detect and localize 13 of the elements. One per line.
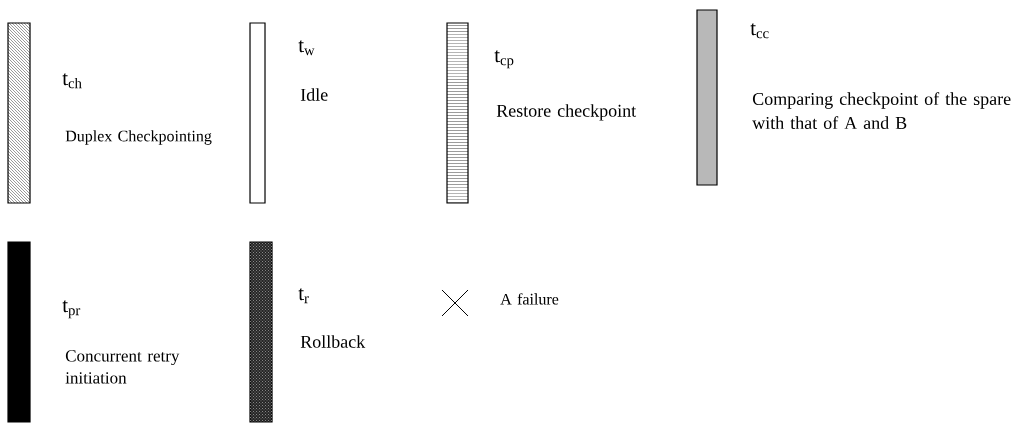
symbol-label: t$_{cp}$: [494, 50, 514, 69]
symbol-label: t$_{pr}$: [62, 300, 81, 319]
legend-text: Rollback: [300, 335, 366, 348]
legend-text: Restore checkpoint: [496, 104, 637, 121]
legend-text: Comparing checkpoint of the spare with that of A and B: [752, 92, 1011, 130]
symbol-label: t$_{ch}$: [62, 73, 82, 89]
legend-text: Idle: [300, 88, 328, 101]
legend-text: Duplex Checkpointing: [65, 130, 212, 145]
legend-text: A failure: [500, 293, 559, 305]
symbol-label: t$_{w}$: [298, 40, 315, 56]
symbol-label: t$_{cc}$: [750, 23, 769, 39]
legend-text: Concurrent retry initiation: [65, 350, 180, 384]
symbol-label: t$_{r}$: [298, 288, 309, 304]
